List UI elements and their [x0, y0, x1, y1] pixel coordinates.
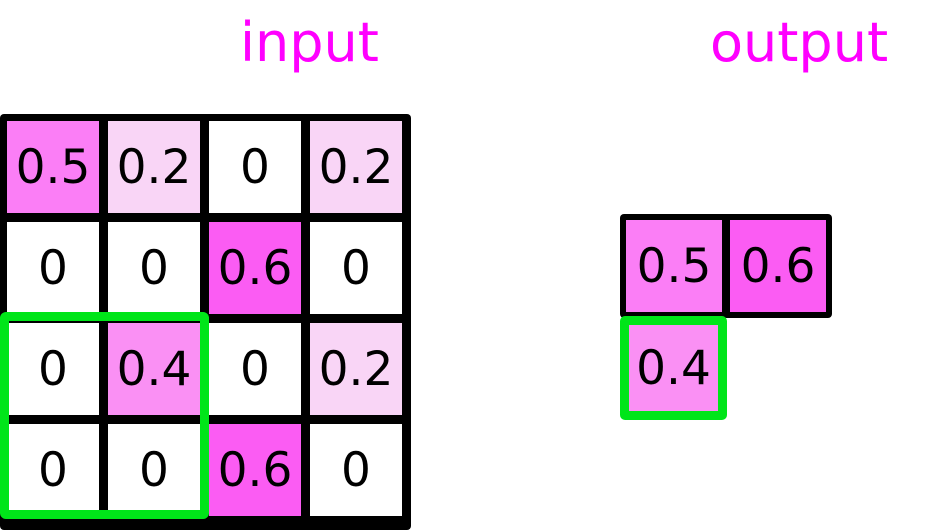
input-cell-r3c1[interactable]: 0 [7, 323, 99, 415]
input-cell-r3c3[interactable]: 0 [209, 323, 301, 415]
input-cell-r4c4[interactable]: 0 [310, 424, 402, 516]
input-row-3: 0 0.4 0 0.2 [7, 323, 404, 415]
input-cell-r2c2[interactable]: 0 [108, 222, 200, 314]
input-cell-r2c4[interactable]: 0 [310, 222, 402, 314]
output-matrix: 0.5 0.6 [620, 214, 832, 318]
input-cell-r4c3[interactable]: 0.6 [209, 424, 301, 516]
output-panel-title: output [710, 11, 889, 74]
output-row-1: 0.5 0.6 [626, 220, 826, 312]
input-cell-r1c4[interactable]: 0.2 [310, 121, 402, 213]
input-cell-r1c3[interactable]: 0 [209, 121, 301, 213]
input-cell-r3c4[interactable]: 0.2 [310, 323, 402, 415]
input-cell-r1c1[interactable]: 0.5 [7, 121, 99, 213]
input-cell-r3c2[interactable]: 0.4 [108, 323, 200, 415]
input-row-1: 0.5 0.2 0 0.2 [7, 121, 404, 213]
input-cell-r4c2[interactable]: 0 [108, 424, 200, 516]
input-panel-title: input [240, 11, 379, 74]
input-cell-r4c1[interactable]: 0 [7, 424, 99, 516]
input-cell-r2c1[interactable]: 0 [7, 222, 99, 314]
output-cell-r2c1-active[interactable]: 0.4 [620, 316, 727, 420]
input-row-2: 0 0 0.6 0 [7, 222, 404, 314]
input-matrix: 0.5 0.2 0 0.2 0 0 0.6 0 0 0.4 0 0.2 0 0 … [0, 114, 411, 530]
output-cell-r1c2[interactable]: 0.6 [730, 220, 826, 312]
output-cell-r1c1[interactable]: 0.5 [626, 220, 722, 312]
input-cell-r2c3[interactable]: 0.6 [209, 222, 301, 314]
input-row-4: 0 0 0.6 0 [7, 424, 404, 516]
input-cell-r1c2[interactable]: 0.2 [108, 121, 200, 213]
